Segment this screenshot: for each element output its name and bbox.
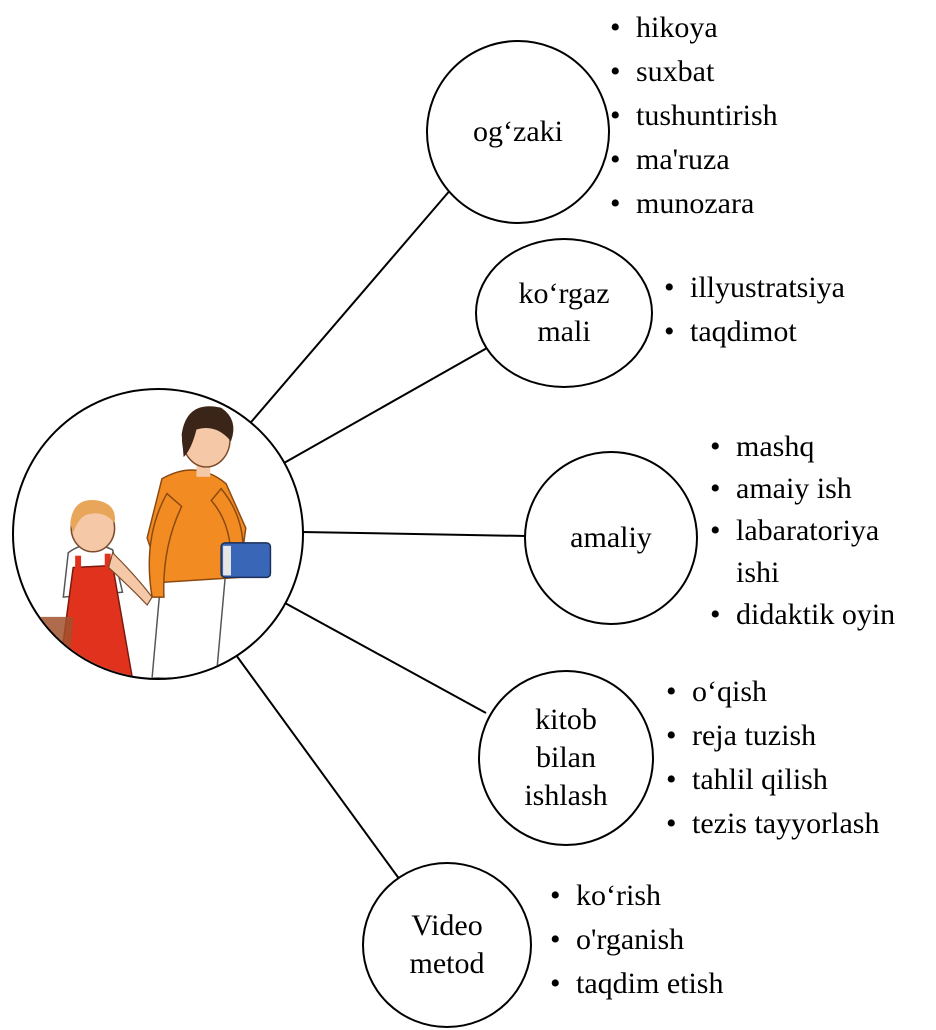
node-ogzaki-label: og‘zaki xyxy=(473,115,563,148)
list-item: tezis tayyorlash xyxy=(666,802,879,846)
node-korgazmali: ko‘rgaz mali xyxy=(475,238,653,388)
node-video-label: Video metod xyxy=(409,909,485,980)
list-item: munozara xyxy=(610,182,778,226)
list-item: reja tuzish xyxy=(666,714,879,758)
list-item: didaktik oyin xyxy=(710,594,932,636)
connector-korgazmali xyxy=(283,347,488,464)
list-item: amaiy ish xyxy=(710,468,932,510)
list-video: ko‘rish o'rganish taqdim etish xyxy=(550,874,723,1006)
connector-kitob xyxy=(284,602,487,714)
connector-video xyxy=(235,654,401,881)
list-item: illyustratsiya xyxy=(664,266,845,310)
list-item: tushuntirish xyxy=(610,94,778,138)
list-ogzaki: hikoya suxbat tushuntirish ma'ruza munoz… xyxy=(610,6,778,226)
list-item: tahlil qilish xyxy=(666,758,879,802)
node-video-metod: Video metod xyxy=(362,862,532,1028)
list-item: ma'ruza xyxy=(610,138,778,182)
list-item: taqdimot xyxy=(664,310,845,354)
node-kitob-label: kitob bilan ishlash xyxy=(524,703,608,812)
node-amaliy-label: amaliy xyxy=(570,521,652,554)
connector-amaliy xyxy=(301,531,527,537)
list-korgazmali: illyustratsiya taqdimot xyxy=(664,266,845,354)
list-item: mashq xyxy=(710,426,932,468)
list-item: o'rganish xyxy=(550,918,723,962)
node-korgazmali-label: ko‘rgaz mali xyxy=(518,277,610,348)
list-item: labaratoriya ishi xyxy=(710,510,916,594)
connector-ogzaki xyxy=(245,187,453,429)
list-item: hikoya xyxy=(610,6,778,50)
list-amaliy: mashq amaiy ish labaratoriya ishi didakt… xyxy=(710,426,932,636)
list-item: suxbat xyxy=(610,50,778,94)
list-item: o‘qish xyxy=(666,670,879,714)
node-kitob-bilan-ishlash: kitob bilan ishlash xyxy=(478,670,654,846)
node-ogzaki: og‘zaki xyxy=(426,40,610,224)
node-amaliy: amaliy xyxy=(524,451,698,625)
list-kitob: o‘qish reja tuzish tahlil qilish tezis t… xyxy=(666,670,879,846)
list-item: ko‘rish xyxy=(550,874,723,918)
hub-illustration xyxy=(12,388,304,680)
list-item: taqdim etish xyxy=(550,962,723,1006)
teacher-child-image xyxy=(23,406,272,678)
